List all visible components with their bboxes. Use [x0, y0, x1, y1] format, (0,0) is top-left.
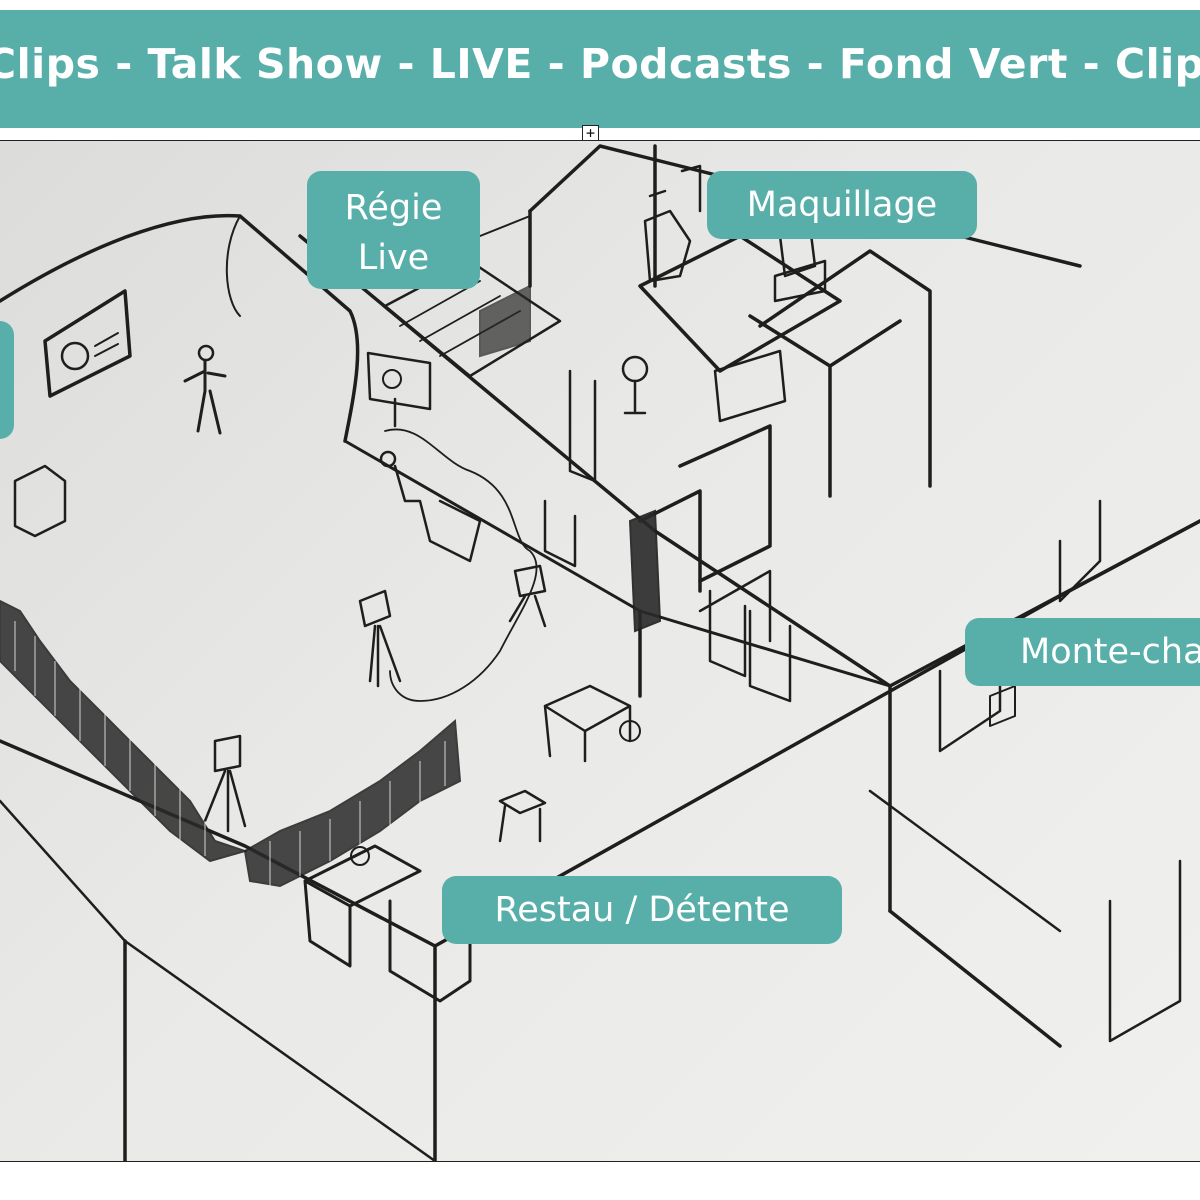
label-regie-line1: Régie: [344, 188, 443, 228]
cyclorama-wall: [0, 213, 360, 443]
label-maquillage: Maquillage: [707, 171, 977, 239]
label-regie-live: Régie Live: [307, 171, 480, 289]
green-screen-curtain-left: [0, 599, 249, 863]
front-wall-top: [0, 594, 1062, 948]
central-wall: [298, 234, 1200, 688]
title-banner: Clips - Talk Show - LIVE - Podcasts - Fo…: [0, 10, 1200, 128]
label-monte-charge: Monte-charge: [965, 618, 1200, 686]
label-restau-detente: Restau / Détente: [442, 876, 842, 944]
label-regie-line2: Live: [357, 238, 430, 278]
banner-text: Clips - Talk Show - LIVE - Podcasts - Fo…: [0, 40, 1200, 88]
green-screen-curtain-right: [243, 718, 462, 888]
label-partial-left: [0, 321, 14, 439]
studio-sketch-photo: Régie Live Maquillage Monte-charge Resta…: [0, 140, 1200, 1162]
floor-plan-sketch: [0, 144, 1200, 1161]
studio-screen: [43, 289, 132, 398]
label-restau-text: Restau / Détente: [494, 890, 790, 930]
